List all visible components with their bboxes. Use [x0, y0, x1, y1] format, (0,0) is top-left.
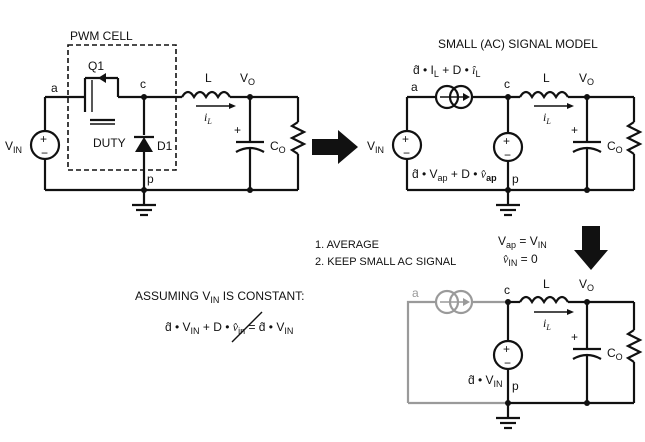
svg-text:+: + — [503, 134, 510, 148]
vin-minus-sign: − — [41, 146, 48, 160]
cap-plus-sign: + — [234, 123, 241, 137]
svg-text:+: + — [571, 123, 578, 137]
vo-label: VO — [240, 71, 255, 87]
ground-symbol-3 — [496, 403, 520, 430]
node-a-label-2: a — [411, 80, 418, 94]
duty-label: DUTY — [93, 136, 126, 150]
svg-text:−: − — [504, 356, 511, 370]
small-signal-circuit: SMALL (AC) SIGNAL MODEL d̂ • IL + D • îL… — [367, 37, 643, 217]
load-resistor-2 — [625, 121, 643, 155]
co-label: CO — [270, 139, 286, 155]
svg-text:CO: CO — [607, 139, 623, 155]
cancel-strike — [231, 311, 263, 343]
node-a-label-3: a — [412, 286, 419, 300]
svg-text:iL: iL — [543, 316, 551, 332]
dvin-label: d̂ • VIN — [468, 373, 503, 389]
small-signal-title: SMALL (AC) SIGNAL MODEL — [438, 37, 598, 51]
cap-plate-bottom — [235, 146, 265, 153]
svg-text:VO: VO — [579, 71, 594, 87]
load-resistor-3 — [625, 329, 643, 363]
inductor-l-2 — [519, 90, 569, 100]
ground-symbol-1 — [132, 190, 156, 217]
svg-text:VO: VO — [579, 277, 594, 293]
arrow-right-icon — [312, 130, 358, 164]
condition-vap: Vap = VIN — [498, 234, 547, 250]
inductor-l-3 — [519, 295, 569, 305]
node-c-label: c — [140, 77, 146, 91]
node-c-label-2: c — [504, 77, 510, 91]
voltage-source-expression: d̂ • Vap + D • v̂ap — [412, 167, 497, 183]
il-label: iL — [204, 110, 212, 126]
vin-source-2 — [391, 129, 423, 161]
q1-label: Q1 — [88, 59, 104, 73]
pwm-cell-circuit: PWM CELL + − VIN a Q1 c DUTY D1 — [5, 29, 307, 217]
svg-text:−: − — [504, 148, 511, 162]
vin-label-2: VIN — [367, 139, 384, 155]
svg-text:L: L — [543, 71, 550, 85]
gray-input-wire — [406, 300, 436, 403]
pwm-cell-title: PWM CELL — [70, 29, 133, 43]
d1-label: D1 — [157, 139, 173, 153]
assumption-text: ASSUMING VIN IS CONSTANT: — [135, 289, 304, 305]
inductor-label: L — [205, 71, 212, 85]
step-average: 1. AVERAGE — [315, 239, 379, 251]
q1-switch — [83, 73, 120, 125]
current-source-icon — [434, 84, 474, 110]
svg-text:+: + — [571, 330, 578, 344]
svg-text:L: L — [543, 277, 550, 291]
vin-label: VIN — [5, 139, 22, 155]
node-p-label: p — [147, 172, 154, 186]
condition-vin-zero: v̂IN = 0 — [503, 252, 538, 268]
load-resistor — [289, 121, 307, 155]
current-source-expression: d̂ • IL + D • îL — [413, 63, 480, 79]
svg-text:iL: iL — [543, 110, 551, 126]
vin-plus-sign: + — [40, 132, 47, 146]
svg-text:CO: CO — [607, 346, 623, 362]
svg-text:+: + — [402, 132, 409, 146]
vin-source — [29, 129, 61, 161]
diode-d1 — [135, 137, 153, 152]
node-p-label-2: p — [512, 172, 519, 186]
inductor-l — [181, 90, 231, 100]
current-arrow — [229, 103, 236, 109]
svg-text:−: − — [403, 146, 410, 160]
node-a-label: a — [51, 81, 58, 95]
step-keep-ac: 2. KEEP SMALL AC SIGNAL — [315, 256, 456, 268]
svg-text:+: + — [503, 342, 510, 356]
node-p-label-3: p — [512, 379, 519, 393]
current-source-gray-icon — [434, 289, 474, 315]
final-circuit: a c L iL VO + − d̂ • VIN p + CO — [406, 277, 643, 430]
ground-symbol-2 — [496, 190, 520, 217]
arrow-down-icon — [574, 226, 608, 270]
pwm-cell-box — [67, 44, 177, 171]
node-c-label-3: c — [504, 283, 510, 297]
assumption-equation: d̂ • VIN + D • v̂in = d̂ • VIN — [165, 320, 293, 336]
